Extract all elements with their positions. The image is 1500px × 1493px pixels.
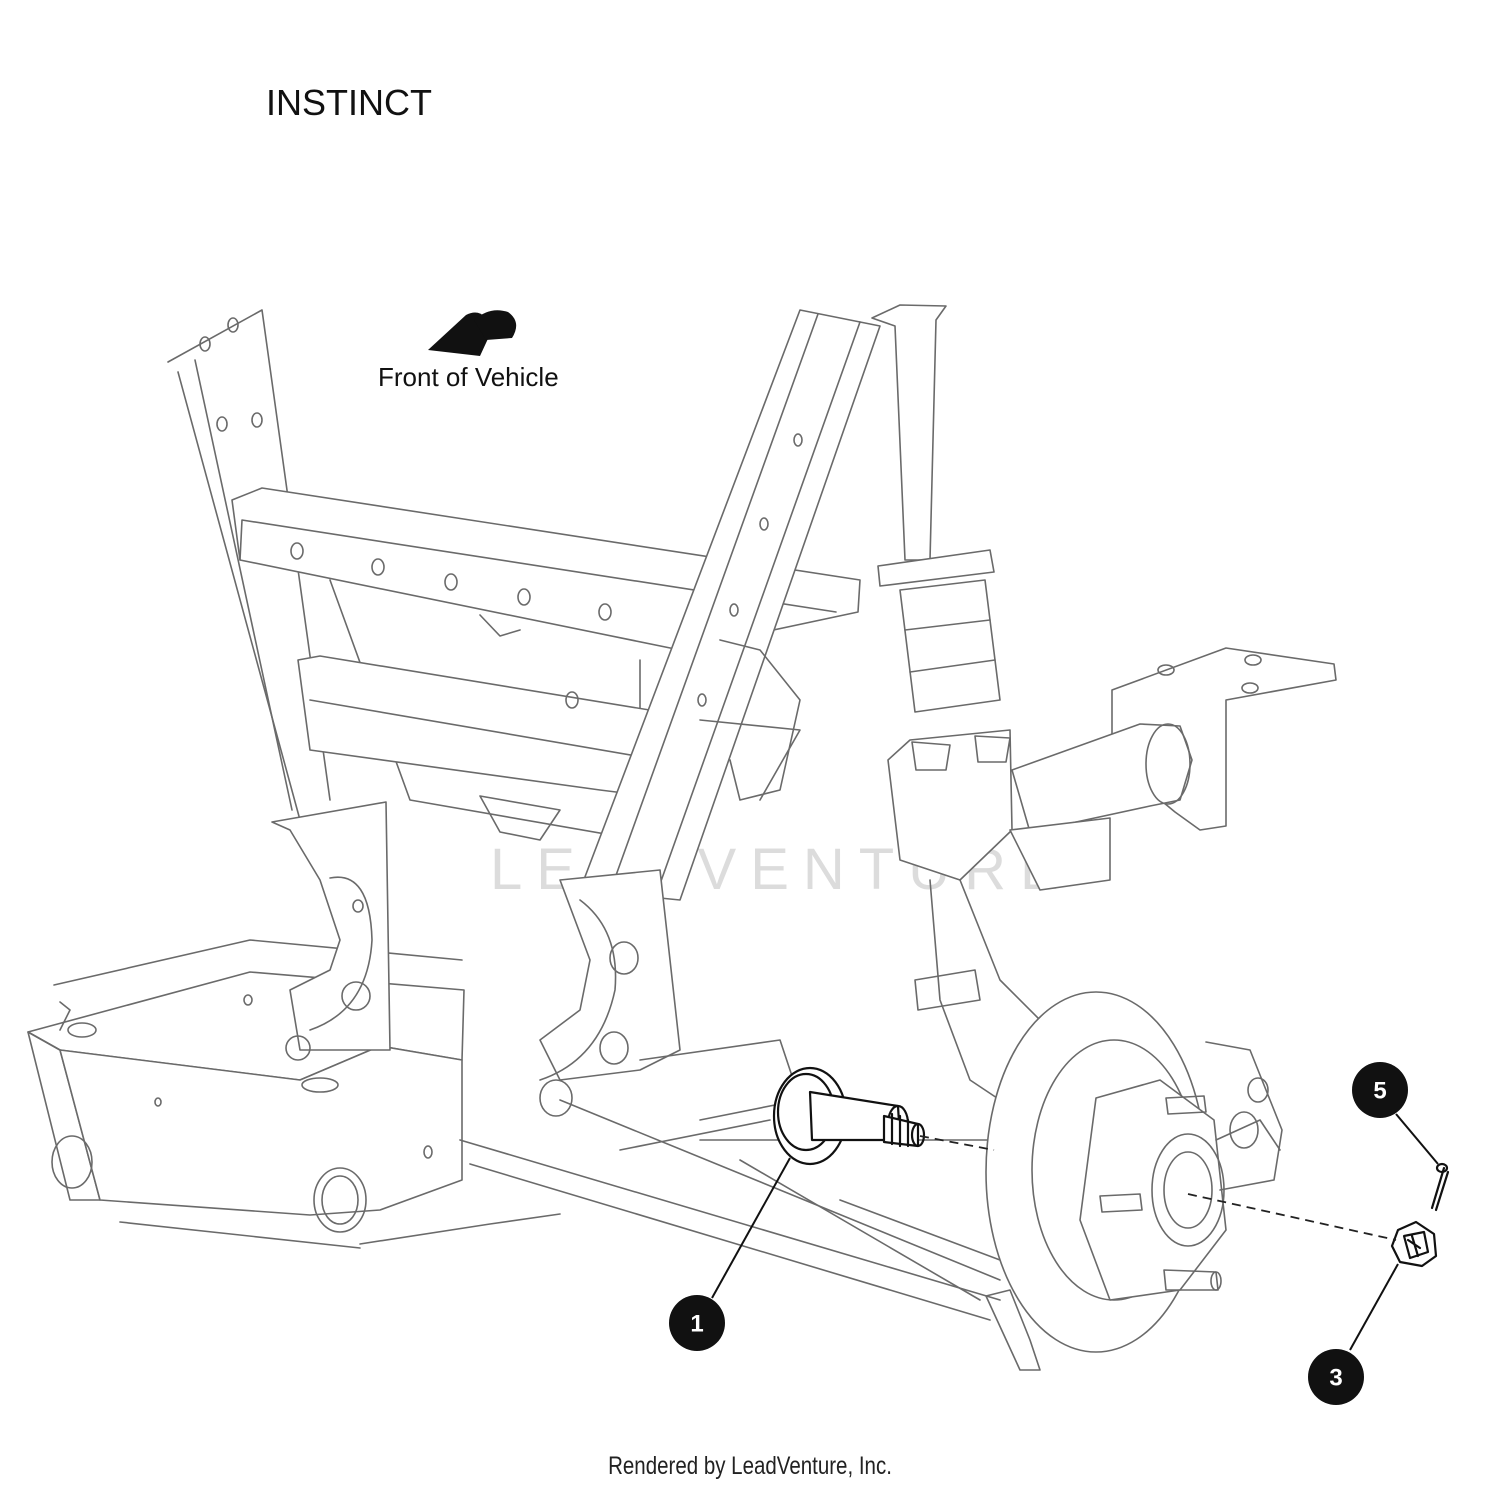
mounting-plates (271, 801, 801, 1121)
front-of-vehicle-label: Front of Vehicle (378, 362, 559, 392)
callout-5[interactable]: 5 (1352, 1062, 1408, 1118)
diagonal-frame-rail (579, 309, 881, 901)
part-3-nut (1390, 1220, 1438, 1268)
front-arrow-icon (428, 310, 517, 356)
callout-3[interactable]: 3 (1308, 1349, 1364, 1405)
svg-text:5: 5 (1373, 1078, 1386, 1105)
part-1-spindle (772, 1066, 926, 1166)
svg-text:3: 3 (1329, 1365, 1342, 1392)
lower-control-arm (459, 1099, 1041, 1371)
rear-frame-post (167, 309, 331, 821)
upper-mount-bracket (1009, 647, 1337, 891)
footer-credit: Rendered by LeadVenture, Inc. (608, 1452, 892, 1480)
part-5-cotter-pin (1430, 1162, 1450, 1212)
callout-1[interactable]: 1 (669, 1295, 725, 1351)
lower-frame-box (27, 939, 561, 1249)
page-title: INSTINCT (266, 82, 432, 123)
svg-text:1: 1 (690, 1311, 703, 1338)
callout-leaders (711, 1113, 1439, 1351)
assembly-axis-lines (919, 1135, 1397, 1241)
front-shock-strut (871, 304, 1041, 1101)
brake-rotor-hub (985, 991, 1283, 1353)
